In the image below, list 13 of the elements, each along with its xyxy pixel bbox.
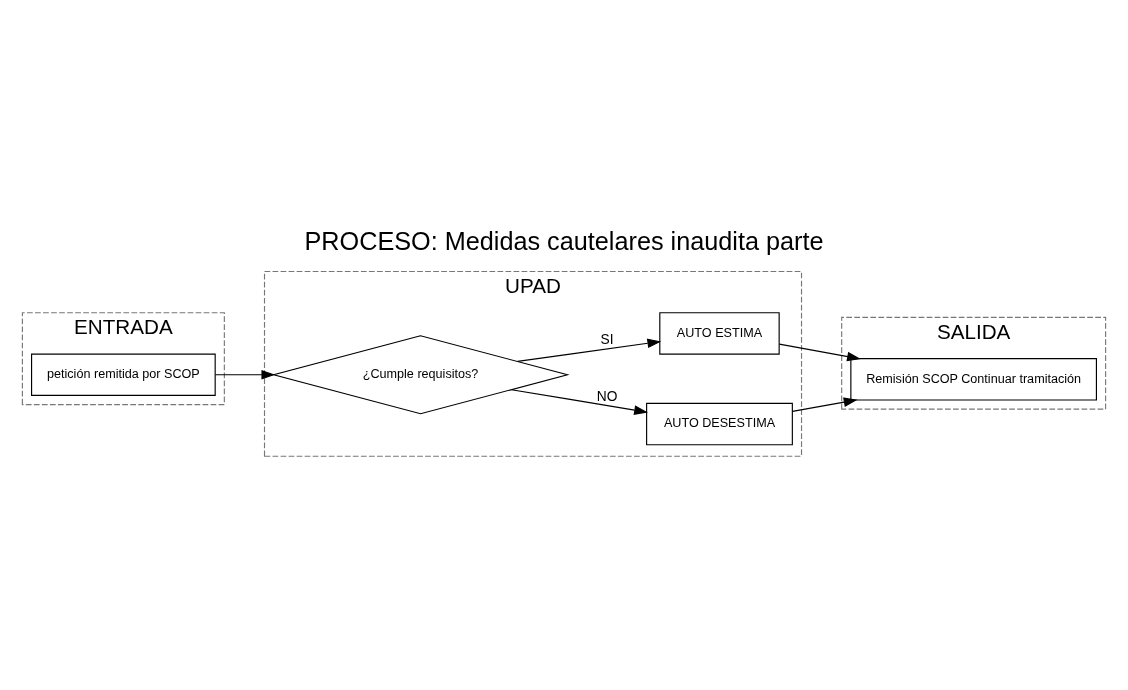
node-box: Remisión SCOP Continuar tramitación xyxy=(850,357,1097,401)
node-diamond: ¿Cumple requisitos? xyxy=(271,334,570,414)
arrow xyxy=(214,369,276,380)
node-box: AUTO ESTIMA xyxy=(659,311,780,355)
arrow xyxy=(510,388,648,415)
arrow xyxy=(517,338,662,362)
arrow xyxy=(778,343,861,361)
node-box: AUTO DESESTIMA xyxy=(646,402,793,445)
edge-label: NO xyxy=(596,388,618,404)
edge-label: SI xyxy=(600,331,614,347)
diagram-title: PROCESO: Medidas cautelares inaudita parte xyxy=(304,226,824,255)
node-box: petición remitida por SCOP xyxy=(31,353,216,396)
arrow xyxy=(791,396,858,412)
